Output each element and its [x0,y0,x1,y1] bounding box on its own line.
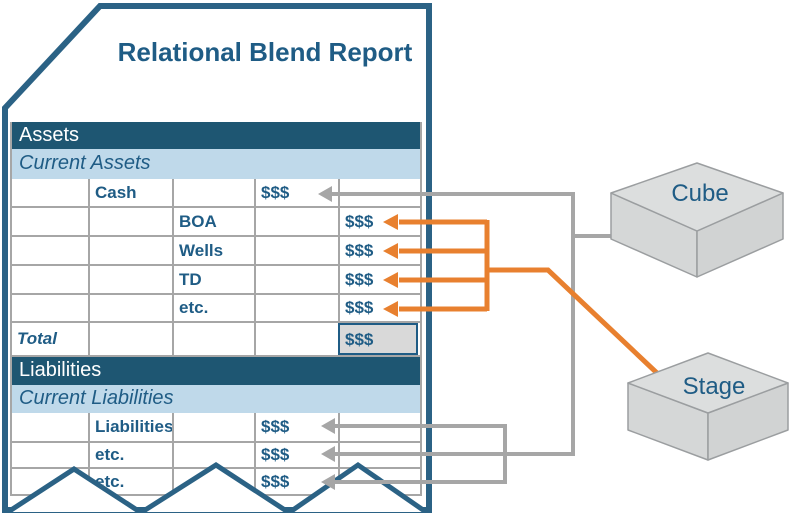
total-value-cell: $$$ [338,323,418,355]
gray-connectors [330,192,613,484]
table-cell [256,208,340,235]
table-row: Wells $$$ [12,237,420,266]
table-cell [12,266,90,293]
table-row: TD $$$ [12,266,420,295]
table-cell [90,295,174,321]
arrowhead-icon [321,474,335,490]
table-cell [256,266,340,293]
table-cell [90,208,174,235]
gray-arrowheads [318,186,335,490]
cube-to-cash-etc-connector [330,192,575,456]
table-cell [12,443,90,467]
table-cell [256,295,340,321]
row-value: $$$ [345,270,374,289]
cube-label: Cube [671,180,728,207]
arrowhead-icon [383,243,398,259]
cube-top-face [610,162,784,232]
page-title: Relational Blend Report [117,37,413,67]
assets-section-header: Assets [12,122,420,149]
current-liabilities-header: Current Liabilities [12,385,420,413]
arrowhead-icon [321,446,335,462]
table-cell [12,237,90,264]
stage-top-face [627,352,789,414]
row-label: Wells [174,237,256,264]
table-cell [174,323,256,355]
table-cell [174,443,256,467]
table-cell [90,323,174,355]
table-row: etc. $$$ [12,295,420,323]
table-cell [90,237,174,264]
table-cell [12,208,90,235]
torn-edge-zigzag [6,461,428,513]
torn-triangle [140,462,290,513]
row-label: etc. [90,443,174,467]
row-label: etc. [174,295,256,321]
arrowhead-icon [383,272,398,288]
torn-triangle [288,461,428,513]
row-label: Liabilities [90,413,174,441]
stage-label: Stage [683,373,746,400]
torn-triangle [6,466,142,513]
table-cell [12,295,90,321]
total-row: Total $$$ [12,323,420,357]
row-value: $$$ [345,298,374,317]
current-assets-header: Current Assets [12,149,420,179]
orange-arrowheads [383,214,398,317]
row-value: $$$ [345,241,374,260]
table-cell [12,179,90,206]
row-label: TD [174,266,256,293]
table-row: BOA $$$ [12,208,420,237]
table-cell [90,266,174,293]
stage-shape [627,352,789,461]
table-cell [12,413,90,441]
report-table: Assets Current Assets Cash $$$ BOA $$$ [10,122,422,496]
table-cell [174,469,256,494]
total-label: Total [12,323,90,355]
stage-feed-line [487,267,660,376]
arrowhead-icon [383,301,398,317]
table-cell [256,237,340,264]
arrowhead-icon [383,214,398,230]
row-value: $$$ [345,212,374,231]
table-row: Liabilities $$$ [12,413,420,443]
orange-connectors [399,219,660,376]
row-label: Cash [90,179,174,206]
arrowhead-icon [321,418,335,434]
arrowhead-icon [318,186,332,202]
liabilities-bracket-connector [334,424,507,484]
liabilities-section-header: Liabilities [12,357,420,385]
table-row: Cash $$$ [12,179,420,208]
row-label: BOA [174,208,256,235]
cube-shape [610,162,784,278]
table-cell [174,413,256,441]
table-cell [174,179,256,206]
